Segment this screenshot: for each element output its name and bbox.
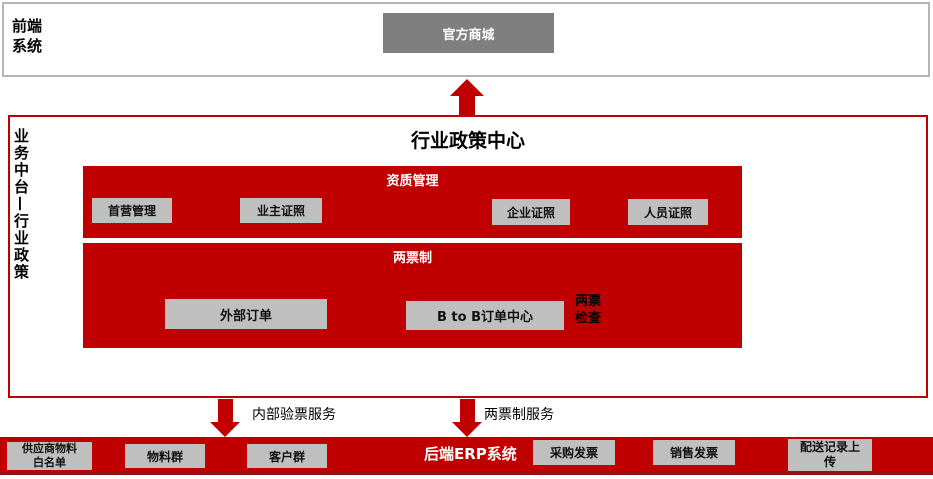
personnel-license-node: 人员证照	[628, 199, 708, 225]
frontend-section-label: 前端 系统	[12, 17, 43, 56]
up-arrow-icon	[450, 79, 484, 96]
material-group-node: 物料群	[125, 444, 205, 468]
two-ticket-check-note: 两票 检查	[575, 294, 602, 326]
enterprise-license-node: 企业证照	[492, 199, 570, 225]
up-arrow-shaft	[459, 94, 475, 115]
down-arrow-left-shaft	[218, 399, 233, 423]
two-ticket-panel: 两票制	[83, 243, 742, 348]
delivery-record-upload-node: 配送记录上 传	[788, 439, 872, 471]
two-ticket-service-label: 两票制服务	[484, 407, 554, 423]
customer-group-node: 客户群	[247, 444, 327, 468]
owner-license-node: 业主证照	[240, 198, 322, 223]
purchase-invoice-node: 采购发票	[533, 440, 615, 465]
industry-policy-center-title: 行业政策中心	[410, 130, 525, 152]
internal-ticket-verification-service-label: 内部验票服务	[252, 407, 336, 423]
qualification-panel-title: 资质管理	[386, 174, 439, 189]
b2b-order-center-node: B to B订单中心	[406, 301, 564, 330]
down-arrow-left-icon	[210, 422, 240, 437]
first-operation-management-node: 首营管理	[92, 198, 172, 223]
supplier-material-whitelist-node: 供应商物料 白名单	[7, 442, 92, 470]
backend-erp-title: 后端ERP系统	[424, 445, 517, 463]
two-ticket-panel-title: 两票制	[392, 251, 432, 266]
official-mall-node: 官方商城	[383, 13, 554, 53]
down-arrow-right-icon	[452, 422, 482, 437]
sales-invoice-node: 销售发票	[653, 440, 735, 465]
middle-platform-side-label: 业务中台—行业政策	[12, 128, 30, 281]
down-arrow-right-shaft	[460, 399, 475, 423]
external-orders-node: 外部订单	[165, 299, 327, 329]
